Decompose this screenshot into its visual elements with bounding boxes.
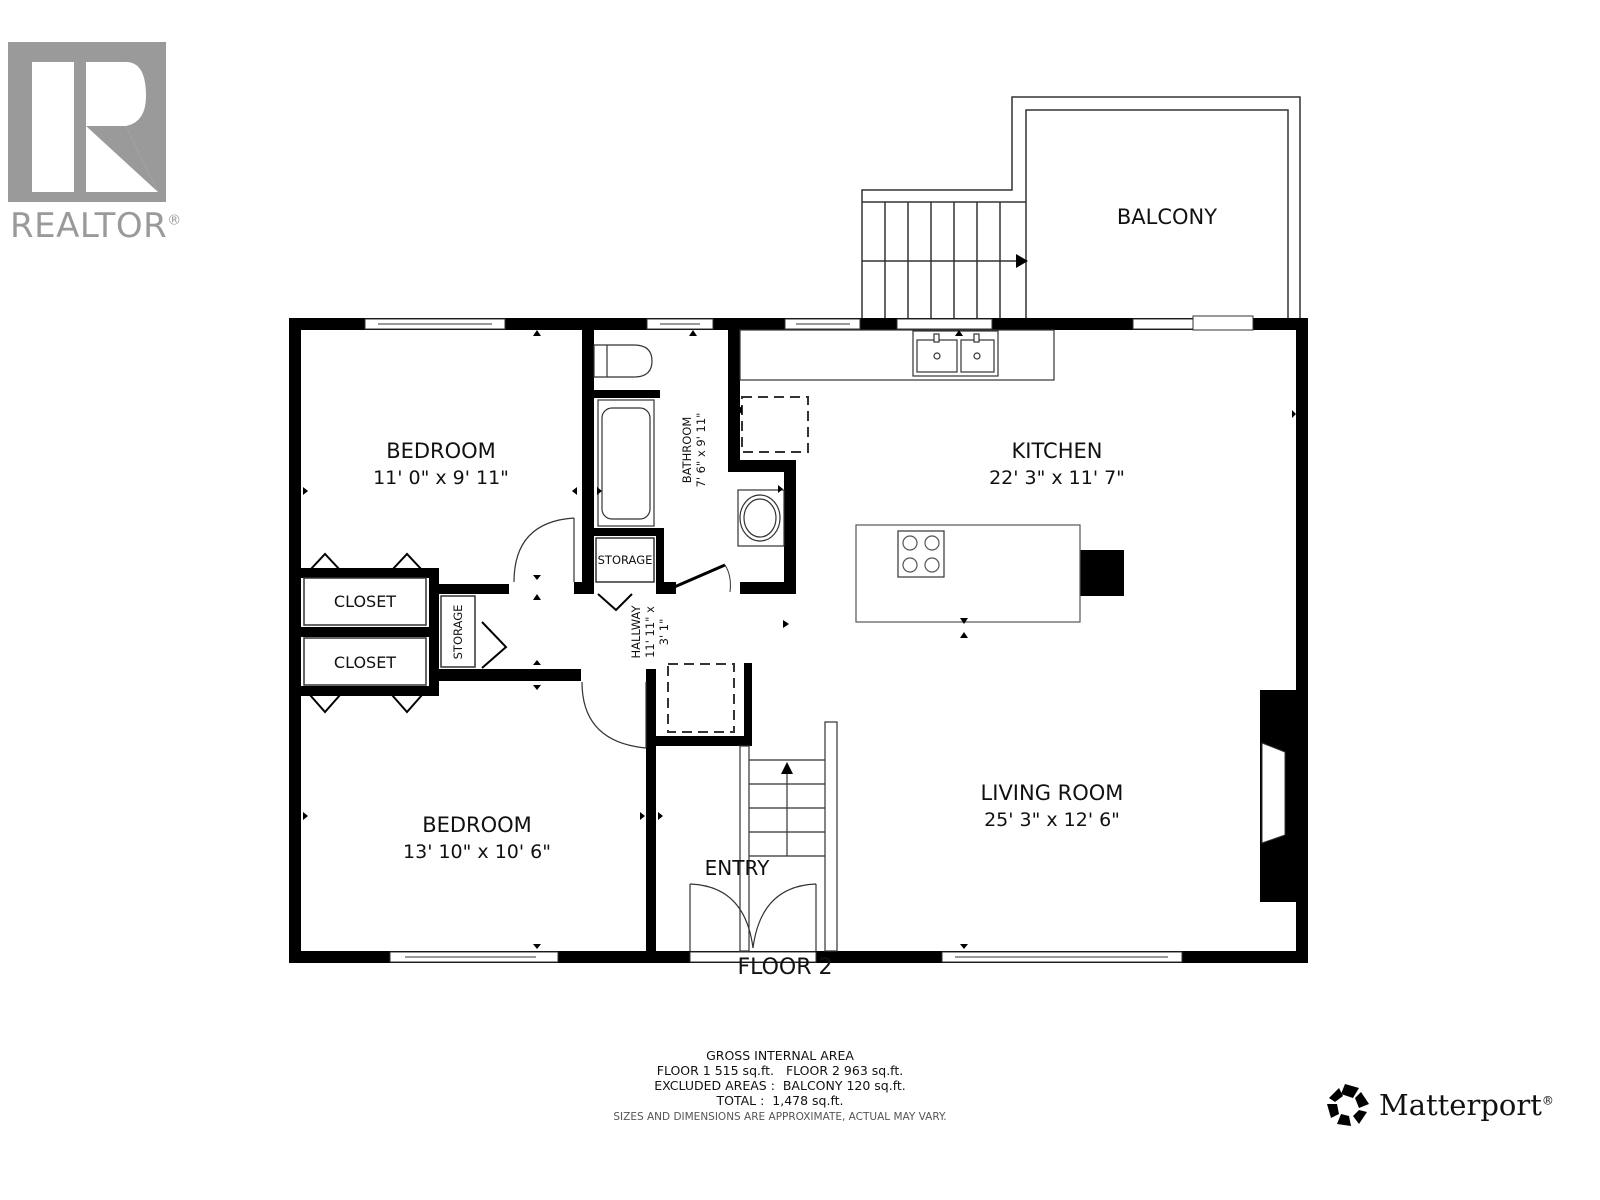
realtor-r-icon: [8, 42, 166, 202]
bathroom-dims: 7' 6" x 9' 11": [694, 413, 708, 488]
bedroom-1-name: BEDROOM: [386, 439, 496, 463]
living-room-dims: 25' 3" x 12' 6": [984, 809, 1120, 831]
matterport-text: Matterport: [1379, 1088, 1542, 1122]
bathroom-door-icon: [671, 563, 726, 590]
bathroom-fixtures: [593, 344, 785, 547]
area-floors: FLOOR 1 515 sq.ft. FLOOR 2 963 sq.ft.: [656, 1063, 904, 1078]
interior-walls: [301, 330, 1298, 951]
registered-mark: ®: [167, 212, 182, 229]
toilet-icon: [593, 344, 653, 378]
bedroom-1-dims: 11' 0" x 9' 11": [373, 467, 509, 489]
floor-label: FLOOR 2: [737, 955, 833, 980]
closet-1: [303, 577, 427, 626]
balcony: [861, 96, 1301, 318]
kitchen-dims: 22' 3" x 11' 7": [989, 467, 1125, 489]
area-summary: GROSS INTERNAL AREA FLOOR 1 515 sq.ft. F…: [560, 1048, 1000, 1125]
closet-doors: [309, 552, 633, 714]
dimension-markers: [303, 330, 1296, 949]
matterport-registered-mark: ®: [1541, 1093, 1554, 1108]
realtor-wordmark: REALTOR®: [10, 206, 182, 246]
entry-double-door: [689, 883, 817, 951]
bathroom-name: BATHROOM: [680, 417, 694, 484]
stairs-up-arrow-icon: [781, 762, 793, 774]
closet-1-name: CLOSET: [334, 592, 396, 611]
dashed-fixtures: [667, 396, 809, 733]
kitchen-counter: [739, 329, 1055, 381]
closet-2: [303, 637, 427, 686]
area-heading: GROSS INTERNAL AREA: [706, 1048, 854, 1063]
hallway-dims-line2: 3' 1": [657, 619, 671, 646]
living-room-name: LIVING ROOM: [981, 781, 1124, 805]
bedroom-doors: [513, 517, 647, 749]
fireplace-hearth-icon: [1261, 742, 1286, 844]
realtor-logo: REALTOR®: [8, 42, 181, 246]
storage-bath: [595, 537, 655, 583]
hallway-name: HALLWAY: [629, 605, 643, 659]
entry-name: ENTRY: [705, 856, 770, 880]
kitchen-name: KITCHEN: [1012, 439, 1103, 463]
matterport-logo: Matterport®: [1325, 1080, 1554, 1130]
bathtub-icon: [601, 407, 651, 520]
area-total: TOTAL : 1,478 sq.ft.: [716, 1093, 844, 1108]
area-excluded: EXCLUDED AREAS : BALCONY 120 sq.ft.: [654, 1078, 906, 1093]
area-disclaimer: SIZES AND DIMENSIONS ARE APPROXIMATE, AC…: [613, 1111, 947, 1123]
storage-hall: [440, 595, 476, 668]
hallway-dims-line1: 11' 11" x: [643, 606, 657, 658]
matterport-star-icon: [1327, 1084, 1369, 1126]
balcony-name: BALCONY: [1117, 205, 1217, 229]
entry-stairs: [739, 721, 838, 952]
storage-hall-name: STORAGE: [451, 605, 465, 660]
bedroom-2-dims: 13' 10" x 10' 6": [403, 841, 551, 863]
storage-bath-name: STORAGE: [598, 553, 653, 567]
bedroom-2-name: BEDROOM: [422, 813, 532, 837]
kitchen-island: [855, 524, 1081, 623]
realtor-text: REALTOR: [10, 206, 168, 246]
closet-2-name: CLOSET: [334, 653, 396, 672]
matterport-wordmark: Matterport®: [1379, 1088, 1554, 1122]
stair-direction-arrow-icon: [1016, 254, 1028, 268]
room-labels: BEDROOM 11' 0" x 9' 11" KITCHEN 22' 3" x…: [334, 205, 1217, 880]
